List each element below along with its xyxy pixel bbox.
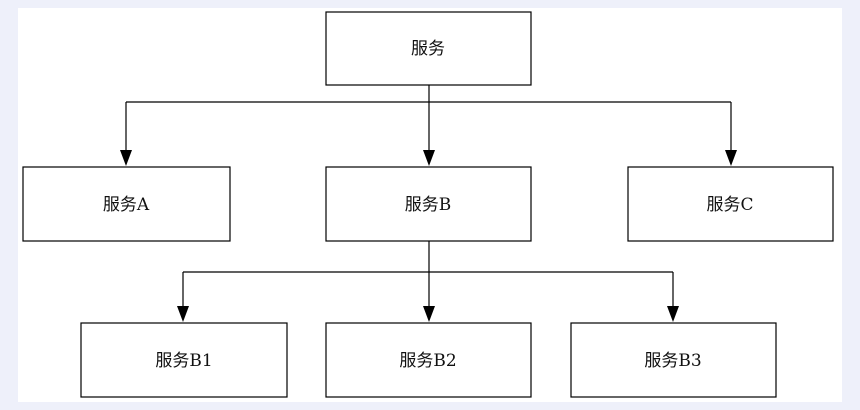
node-b3: 服务B3 (570, 322, 777, 398)
node-c-box (627, 166, 834, 242)
node-a-label: 服务A (103, 195, 150, 215)
node-b-label: 服务B (405, 195, 452, 215)
arrowhead-to-b2 (423, 306, 435, 322)
node-b3-label: 服务B3 (644, 351, 701, 371)
arrowhead-to-c (725, 150, 737, 166)
node-c-label: 服务C (706, 195, 753, 215)
node-b2: 服务B2 (325, 322, 532, 398)
arrowhead-to-b (423, 150, 435, 166)
arrowhead-to-a (120, 150, 132, 166)
node-root-label: 服务 (411, 39, 445, 59)
edges-root (120, 85, 737, 166)
node-b-box (325, 166, 532, 242)
node-c: 服务C (627, 166, 834, 242)
node-b3-box (570, 322, 777, 398)
node-a: 服务A (22, 166, 231, 242)
node-b2-box (325, 322, 532, 398)
node-b1-label: 服务B1 (155, 351, 212, 371)
node-a-box (22, 166, 231, 242)
node-b: 服务B (325, 166, 532, 242)
node-b1: 服务B1 (80, 322, 288, 398)
edges-b (177, 241, 679, 322)
arrowhead-to-b1 (177, 306, 189, 322)
node-b1-box (80, 322, 288, 398)
node-root: 服务 (325, 11, 532, 86)
arrowhead-to-b3 (667, 306, 679, 322)
node-b2-label: 服务B2 (399, 351, 456, 371)
node-root-box (325, 11, 532, 86)
